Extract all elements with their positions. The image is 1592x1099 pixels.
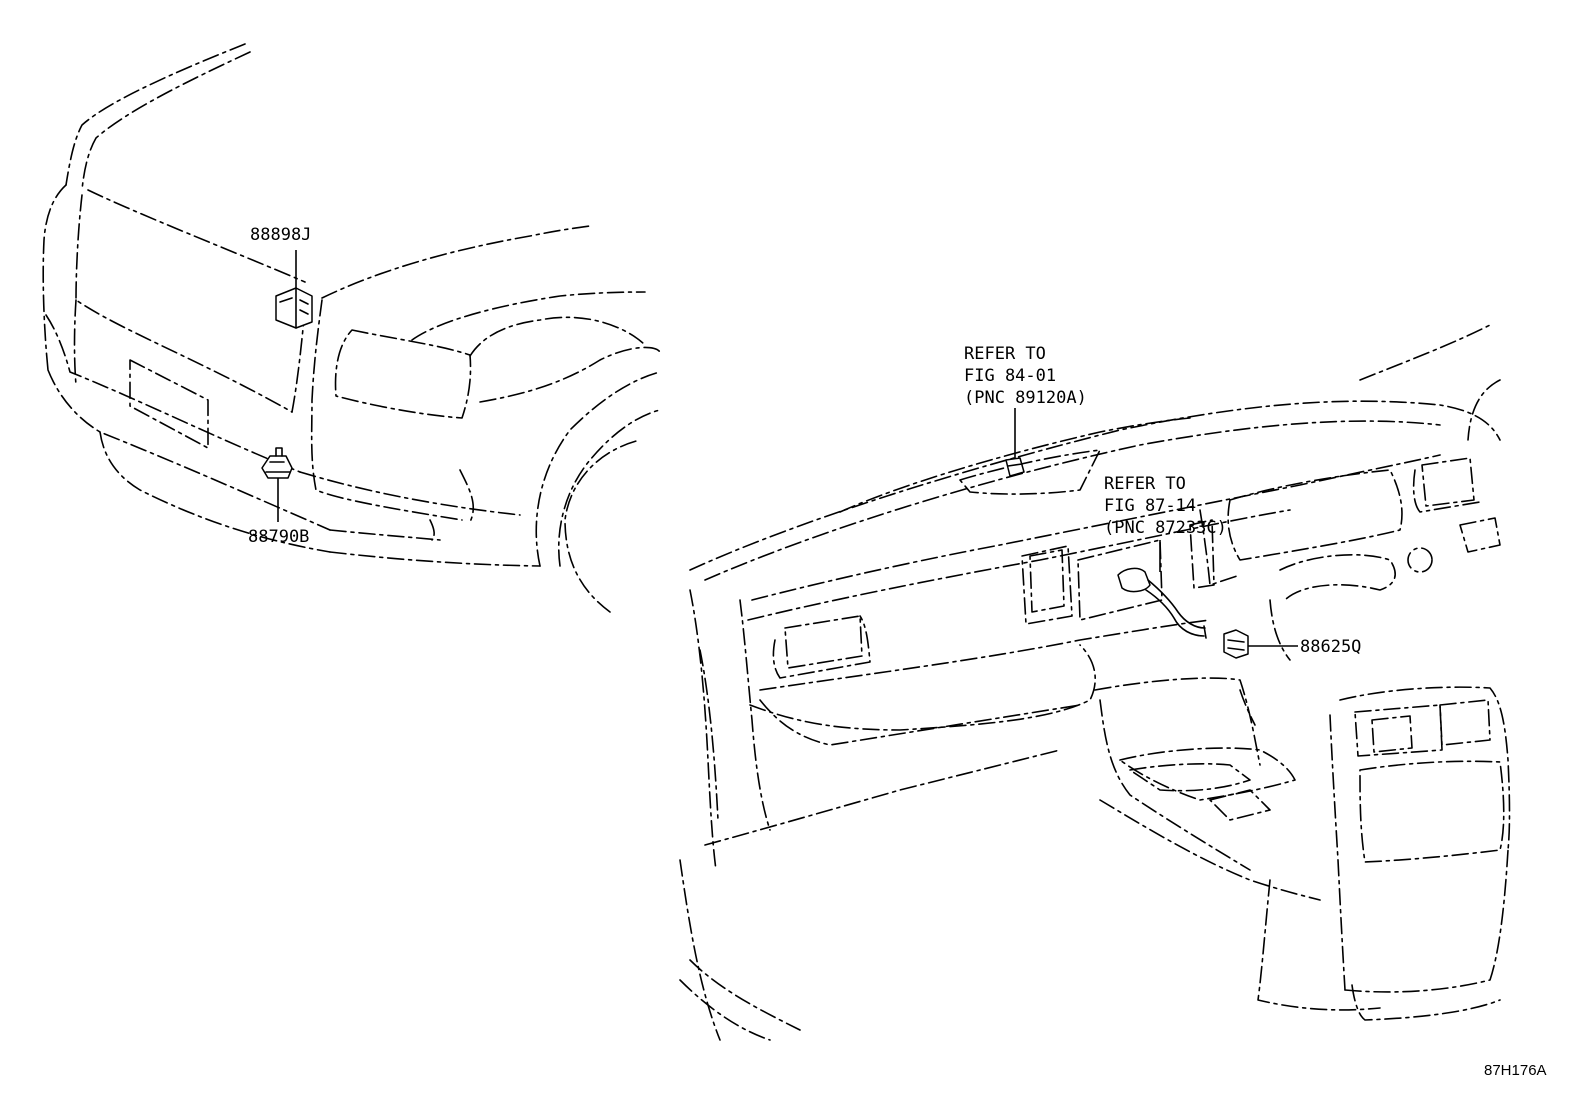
- vehicle-front-outline: [42, 43, 661, 613]
- instrument-panel-outline: [679, 324, 1511, 1041]
- windshield-sensor-icon[interactable]: [1005, 457, 1025, 477]
- refer2-line1: REFER TO: [1104, 474, 1186, 494]
- sensor-88790B-icon[interactable]: [261, 447, 293, 479]
- sensor-88898J-icon[interactable]: [275, 287, 313, 329]
- sensor-88625Q-icon[interactable]: [1223, 629, 1249, 659]
- refer1-line2: FIG 84-01: [964, 366, 1056, 386]
- wire-harness-icon[interactable]: [1117, 567, 1207, 639]
- refer1-line1: REFER TO: [964, 344, 1046, 364]
- label-88898J: 88898J: [250, 225, 311, 245]
- label-88625Q: 88625Q: [1300, 637, 1361, 657]
- refer2-line2: FIG 87-14: [1104, 496, 1196, 516]
- refer2-line3: (PNC 87233C): [1104, 518, 1227, 538]
- label-88790B: 88790B: [248, 527, 309, 547]
- figure-code: 87H176A: [1484, 1062, 1547, 1079]
- refer1-line3: (PNC 89120A): [964, 388, 1087, 408]
